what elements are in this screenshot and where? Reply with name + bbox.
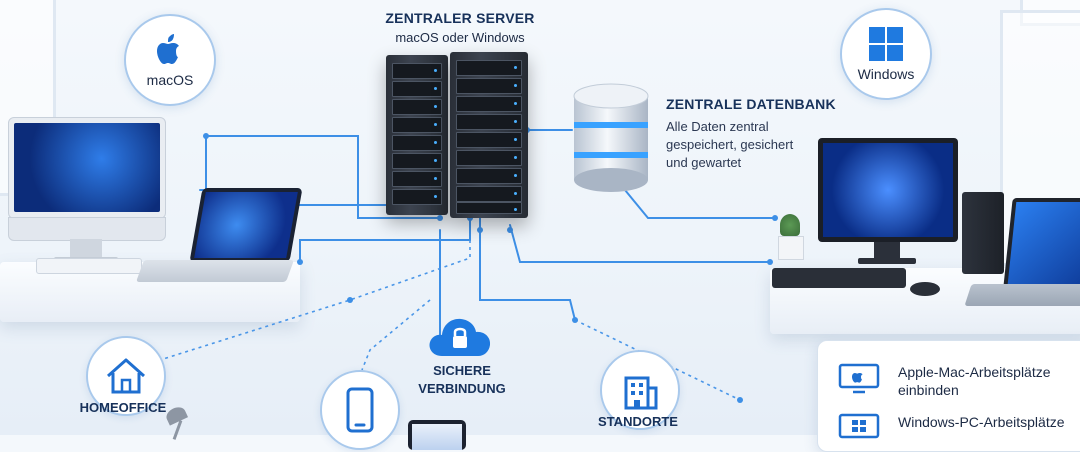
- windows-laptop: [964, 198, 1080, 318]
- database-icon: [573, 83, 649, 192]
- panel-item-windows: Windows-PC-Arbeitsplätze: [838, 413, 1078, 445]
- homeoffice-badge: [86, 336, 166, 416]
- mac-monitor-icon: [838, 363, 880, 394]
- locations-badge: [600, 350, 680, 430]
- keyboard-left: [36, 258, 142, 274]
- windows-monitor-icon: [838, 413, 880, 439]
- panel-mac-line2: einbinden: [898, 382, 959, 398]
- network-lines: [159, 127, 778, 403]
- windows-label: Windows: [857, 66, 915, 82]
- windows-badge: Windows: [840, 8, 932, 100]
- apple-icon: [157, 34, 179, 64]
- cloud-lock-icon: [429, 318, 491, 356]
- mobile-badge: [320, 370, 400, 450]
- keyboard-right: [772, 268, 906, 288]
- server-rack-left: [386, 55, 448, 215]
- desk-lamp-icon: [160, 404, 200, 440]
- smartphone-icon: [346, 387, 374, 433]
- database-heading: ZENTRALE DATENBANK Alle Daten zentral ge…: [666, 96, 836, 172]
- database-desc-line2: gespeichert, gesichert: [666, 137, 794, 152]
- line-right-desk: [509, 224, 771, 263]
- server-title: ZENTRALER SERVER: [385, 10, 535, 26]
- pc-tower: [962, 192, 1004, 274]
- plant: [776, 214, 804, 260]
- panel-mac-line1: Apple-Mac-Arbeitsplätze: [898, 364, 1051, 380]
- line-laptop: [299, 217, 471, 263]
- line-locations: [479, 217, 576, 321]
- line-imac: [205, 135, 441, 219]
- database-desc-line3: und gewartet: [666, 155, 742, 170]
- windows-icon: [869, 27, 903, 61]
- info-panel: Apple-Mac-Arbeitsplätze einbinden Window…: [817, 340, 1080, 452]
- tablet-device: [408, 420, 466, 450]
- windows-monitor: [818, 138, 958, 268]
- mouse-right: [910, 282, 940, 296]
- macos-label: macOS: [146, 72, 194, 88]
- server-heading: ZENTRALER SERVER macOS oder Windows: [380, 10, 540, 45]
- panel-windows-line1: Windows-PC-Arbeitsplätze: [898, 414, 1065, 430]
- house-icon: [107, 358, 145, 394]
- database-desc-line1: Alle Daten zentral: [666, 119, 769, 134]
- server-rack-right: [450, 52, 528, 218]
- line-db-pc: [624, 189, 776, 219]
- building-icon: [624, 376, 658, 410]
- secure-label-line2: VERBINDUNG: [418, 381, 506, 396]
- database-title: ZENTRALE DATENBANK: [666, 96, 836, 112]
- dashed-mobile: [361, 299, 431, 371]
- macos-badge: macOS: [124, 14, 216, 106]
- secure-connection-label: SICHERE VERBINDUNG: [400, 362, 524, 398]
- server-subtitle: macOS oder Windows: [395, 30, 525, 45]
- secure-label-line1: SICHERE: [433, 363, 491, 378]
- imac-device: [8, 117, 166, 267]
- macbook-device: [135, 188, 303, 288]
- dashed-homeoffice: [159, 240, 471, 361]
- homeoffice-label: HOMEOFFICE: [79, 400, 167, 415]
- panel-item-mac: Apple-Mac-Arbeitsplätze einbinden: [838, 363, 1078, 399]
- locations-label: STANDORTE: [598, 414, 678, 429]
